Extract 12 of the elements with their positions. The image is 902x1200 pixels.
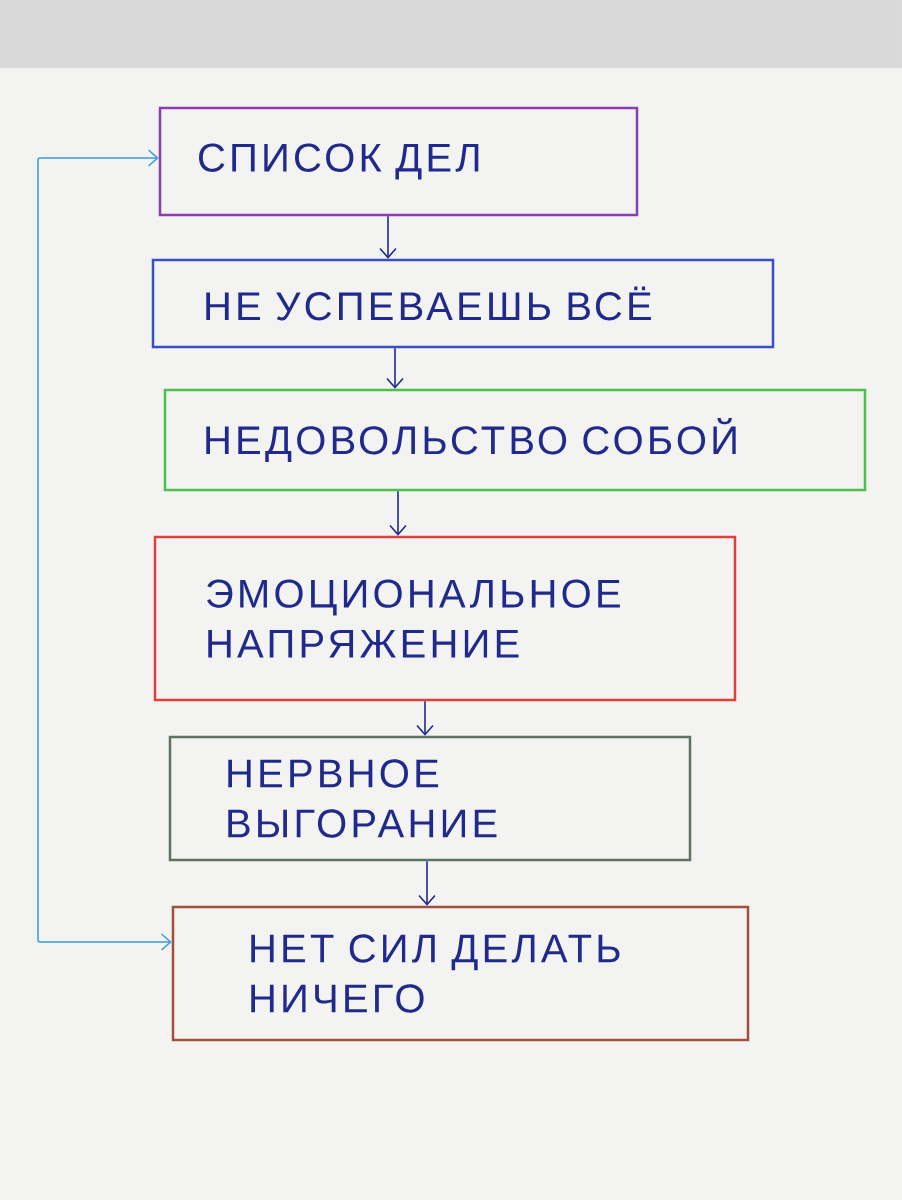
process-box: НЕРВНОЕ ВЫГОРАНИЕ [168,735,692,862]
process-box: ЭМОЦИОНАЛЬНОЕ НАПРЯЖЕНИЕ [153,535,737,702]
process-box: НЕ УСПЕВАЕШЬ ВСЁ [151,258,775,349]
arrow [389,490,407,536]
arrow [379,215,397,259]
arrow [416,700,434,736]
return-arrow [37,149,172,951]
process-box: СПИСОК ДЕЛ [158,106,639,217]
arrow [418,860,436,906]
process-box: НЕДОВОЛЬСТВО СОБОЙ [163,388,867,492]
process-box: НЕТ СИЛ ДЕЛАТЬ НИЧЕГО [171,905,750,1042]
arrow [386,347,404,389]
